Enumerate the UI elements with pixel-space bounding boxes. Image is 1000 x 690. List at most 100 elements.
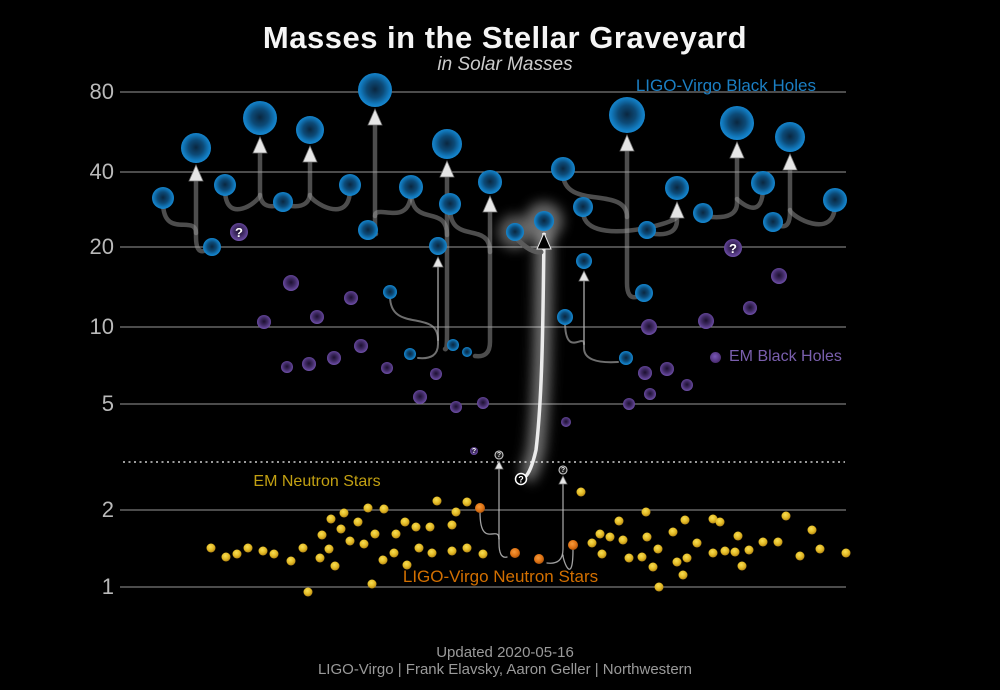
em-neutron-star [206,543,216,553]
em-neutron-star [730,547,740,557]
em-neutron-star [462,497,472,507]
em-neutron-star [678,570,688,580]
em-neutron-star [672,557,682,567]
merger-riser-curve [778,167,793,229]
merger-riser-curve [472,209,493,359]
purple-question-dot [470,447,478,455]
merger-parent-curve [447,205,493,255]
em-neutron-star [378,555,388,565]
ligo-virgo-black-hole [439,193,461,215]
y-tick-label-2: 2 [101,497,114,522]
ligo-virgo-black-hole [665,176,689,200]
em-neutron-star [682,553,692,563]
ligo-virgo-black-hole [823,188,847,212]
em-neutron-star [758,537,768,547]
em-black-hole [771,268,787,284]
em-neutron-star [269,549,279,559]
purple-question-circle: ? [230,223,248,241]
merger-riser-curve [498,468,508,558]
gray-question-dot [558,465,568,475]
em-neutron-star [708,548,718,558]
em-black-hole [698,313,714,329]
em-black-hole [381,362,393,374]
ligo-virgo-black-hole [638,221,656,239]
merger-parent-curve [734,184,766,210]
y-tick-label-5: 5 [101,391,114,416]
merger-parent-curve [560,170,630,220]
highlight-event [498,202,563,486]
em-neutron-star [744,545,754,555]
ligo-virgo-black-hole [557,309,573,325]
gray-question-circle: ? [494,450,504,460]
ligo-virgo-black-hole [358,220,378,240]
merger-riser-curve [257,150,278,209]
merger-parent-curve [222,186,263,212]
ligo-virgo-black-hole [383,285,397,299]
ligo-virgo-black-hole [339,174,361,196]
em-neutron-star [286,556,296,566]
merger-arrowhead-icon [729,141,745,159]
merger-riser-curve [417,266,439,360]
legend-ligo-virgo-black-holes: LIGO-Virgo Black Holes [635,76,816,95]
em-neutron-star [807,525,817,535]
ligo-virgo-black-hole [775,122,805,152]
em-neutron-star [637,552,647,562]
em-neutron-star [315,553,325,563]
merger-parent-curve [479,511,500,540]
em-neutron-star [447,520,457,530]
ligo-virgo-black-hole [404,348,416,360]
purple-question-dot [724,239,742,257]
ligo-virgo-black-hole [534,211,554,231]
em-black-hole [413,390,427,404]
em-neutron-star [298,543,308,553]
em-neutron-star [379,504,389,514]
ligo-virgo-black-hole [273,192,293,212]
y-tick-label-10: 10 [89,314,114,339]
ligo-virgo-black-hole [751,171,775,195]
em-neutron-star [641,507,651,517]
y-tick-label-40: 40 [89,159,114,184]
ligo-virgo-black-hole [462,347,472,357]
em-neutron-star [427,548,437,558]
em-neutron-star [720,546,730,556]
em-neutron-star [841,548,851,558]
legend-em-black-holes: EM Black Holes [710,348,842,366]
em-neutron-star [258,546,268,556]
em-black-hole [644,388,656,400]
merger-parent-curve [580,208,680,234]
em-neutron-star [597,549,607,559]
em-black-hole [561,417,571,427]
em-black-hole [430,368,442,380]
black-question-circle: ? [514,472,528,486]
em-neutron-star [447,546,457,556]
em-neutron-star [653,544,663,554]
em-black-hole [302,357,316,371]
em-neutron-star [642,532,652,542]
merger-arrowhead-icon [252,136,268,154]
em-neutron-star [317,530,327,540]
em-neutron-star [708,514,718,524]
merger-arrowhead-icon [367,108,383,126]
merger-parent-curve [562,548,574,570]
merger-arrowhead-icon [669,201,685,219]
question-mark-icon: ? [472,448,476,455]
em-neutron-star [391,529,401,539]
merger-riser-curve [583,280,619,364]
gray-question-circle: ? [558,465,568,475]
em-neutron-star [624,553,634,563]
em-neutron-star [326,514,336,524]
merger-arrowhead-icon [439,160,455,178]
merger-parent-curve [408,188,450,238]
em-black-hole [257,315,271,329]
em-neutron-star [576,487,586,497]
merger-riser-curve [708,155,740,220]
ligo-virgo-black-hole [609,97,645,133]
em-neutron-star [221,552,231,562]
em-neutron-star [232,549,242,559]
em-black-hole [660,362,674,376]
em-black-hole [344,291,358,305]
ligo-virgo-black-hole [432,129,462,159]
em-neutron-star [363,503,373,513]
em-black-hole [477,397,489,409]
